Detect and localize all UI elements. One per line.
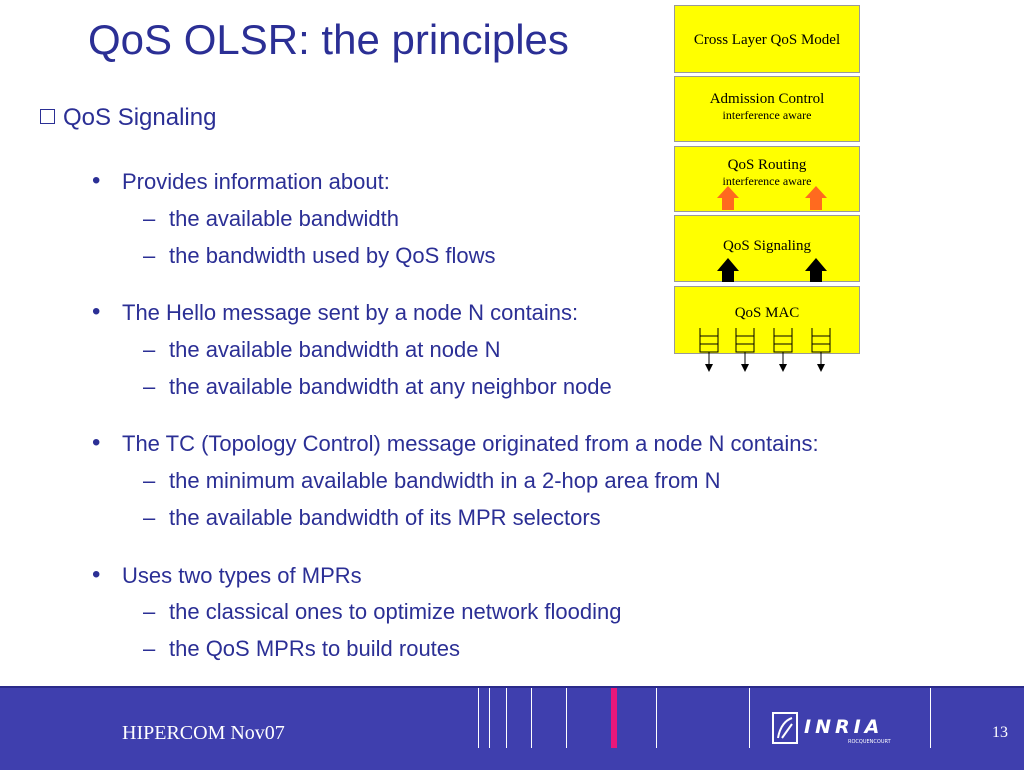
down-arrow-icon (705, 352, 713, 372)
layer-label: QoS MAC (734, 305, 800, 321)
mac-queue-icon (811, 328, 831, 353)
footer-divider (930, 688, 931, 748)
bullet-item: Provides information about: (92, 167, 390, 195)
sub-bullet-item: the available bandwidth at any neighbor … (143, 374, 612, 400)
orange-up-arrow-icon (717, 186, 739, 210)
layer-admission-control: Admission Control interference aware (674, 76, 860, 142)
black-up-arrow-icon (805, 258, 827, 282)
inria-logo: INRIA ROCQUENCOURT (772, 712, 892, 745)
down-arrow-icon (817, 352, 825, 372)
footer-divider (566, 688, 567, 748)
down-arrow-icon (741, 352, 749, 372)
bullet-item: The TC (Topology Control) message origin… (92, 429, 819, 457)
layer-sublabel: interference aware (722, 108, 812, 122)
footer-divider (506, 688, 507, 748)
footer-divider (749, 688, 750, 748)
footer-divider (531, 688, 532, 748)
layer-qos-mac: QoS MAC (674, 286, 860, 354)
layer-qos-routing: QoS Routing interference aware (674, 146, 860, 212)
sub-bullet-item: the minimum available bandwidth in a 2-h… (143, 468, 720, 494)
footer-accent-bar (611, 688, 617, 748)
footer-divider (478, 688, 479, 748)
layer-label: QoS Signaling (723, 238, 811, 254)
footer-divider (656, 688, 657, 748)
bullet-item: The Hello message sent by a node N conta… (92, 298, 578, 326)
layer-cross-layer-model: Cross Layer QoS Model (674, 5, 860, 73)
sub-bullet-item: the classical ones to optimize network f… (143, 599, 621, 625)
black-up-arrow-icon (717, 258, 739, 282)
diagram-arrows (699, 186, 831, 372)
layer-label: Cross Layer QoS Model (693, 32, 841, 48)
orange-up-arrow-icon (805, 186, 827, 210)
sub-bullet-item: the available bandwidth of its MPR selec… (143, 505, 601, 531)
sub-bullet-item: the available bandwidth (143, 206, 399, 232)
section-heading: QoS Signaling (40, 104, 216, 132)
footer-label: HIPERCOM Nov07 (122, 722, 285, 744)
checkbox-bullet-icon (40, 109, 55, 124)
layer-qos-signaling: QoS Signaling (674, 215, 860, 282)
slide-title: QoS OLSR: the principles (88, 16, 569, 63)
layer-label: QoS Routing (727, 157, 807, 173)
footer-bar: HIPERCOM Nov07 INRIA ROCQUENCOURT 13 (0, 686, 1024, 770)
section-heading-label: QoS Signaling (63, 104, 217, 131)
logo-subtext: ROCQUENCOURT (848, 739, 892, 745)
inria-emblem-icon (772, 712, 798, 744)
bullet-item: Uses two types of MPRs (92, 561, 362, 589)
layer-label: Admission Control (709, 91, 825, 107)
footer-divider (489, 688, 490, 748)
down-arrow-icon (779, 352, 787, 372)
sub-bullet-item: the available bandwidth at node N (143, 337, 501, 363)
mac-queue-icon (773, 328, 793, 353)
mac-queue-icon (699, 328, 719, 353)
sub-bullet-item: the bandwidth used by QoS flows (143, 243, 495, 269)
layer-sublabel: interference aware (722, 174, 812, 188)
page-number: 13 (992, 724, 1008, 741)
sub-bullet-item: the QoS MPRs to build routes (143, 636, 460, 662)
mac-queue-icon (735, 328, 755, 353)
logo-wordmark: INRIA (804, 716, 883, 738)
